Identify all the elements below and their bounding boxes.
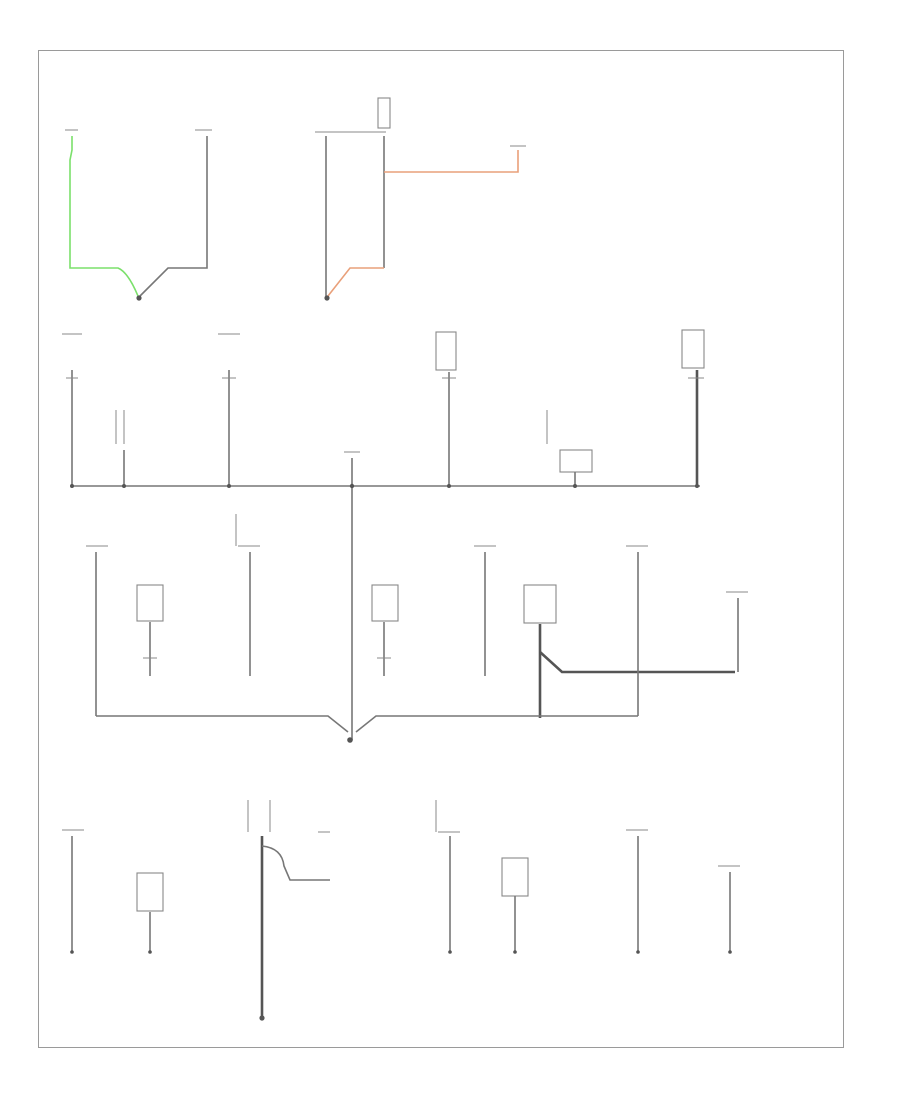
component-box bbox=[377, 97, 391, 129]
component-box bbox=[681, 329, 705, 369]
splice-point bbox=[695, 484, 699, 488]
ground-point bbox=[259, 1015, 265, 1021]
wire-end bbox=[513, 950, 517, 954]
wire-end bbox=[636, 950, 640, 954]
wire-end bbox=[70, 950, 74, 954]
ground-circuit-b bbox=[315, 97, 526, 301]
wire-end bbox=[448, 950, 452, 954]
ground-point bbox=[136, 295, 142, 301]
wire-end bbox=[148, 950, 152, 954]
ground-circuit-d bbox=[62, 800, 740, 1021]
wire-end bbox=[728, 950, 732, 954]
splice-point bbox=[70, 484, 74, 488]
wire bbox=[139, 136, 208, 297]
wire bbox=[355, 715, 638, 733]
ground-circuit-a bbox=[65, 129, 212, 301]
component-box bbox=[435, 331, 457, 371]
wire bbox=[96, 715, 349, 733]
component-box bbox=[136, 872, 164, 912]
diagram-border bbox=[38, 50, 844, 1048]
wire-green bbox=[69, 136, 139, 297]
ground-point bbox=[347, 737, 353, 743]
component-box bbox=[136, 584, 164, 622]
splice-point bbox=[349, 483, 355, 489]
component-box bbox=[371, 584, 399, 622]
ground-bus bbox=[62, 329, 705, 740]
wire-thick bbox=[539, 651, 735, 674]
splice-point bbox=[447, 484, 451, 488]
wire-orange bbox=[327, 267, 384, 297]
splice-point bbox=[122, 484, 126, 488]
ground-circuit-c bbox=[86, 514, 748, 743]
splice-point bbox=[573, 484, 577, 488]
ground-point bbox=[324, 295, 330, 301]
wire bbox=[261, 845, 330, 881]
component-box bbox=[501, 857, 529, 897]
wire-orange bbox=[384, 150, 519, 173]
component-box bbox=[559, 449, 593, 473]
component-box bbox=[523, 584, 557, 624]
splice-point bbox=[227, 484, 231, 488]
